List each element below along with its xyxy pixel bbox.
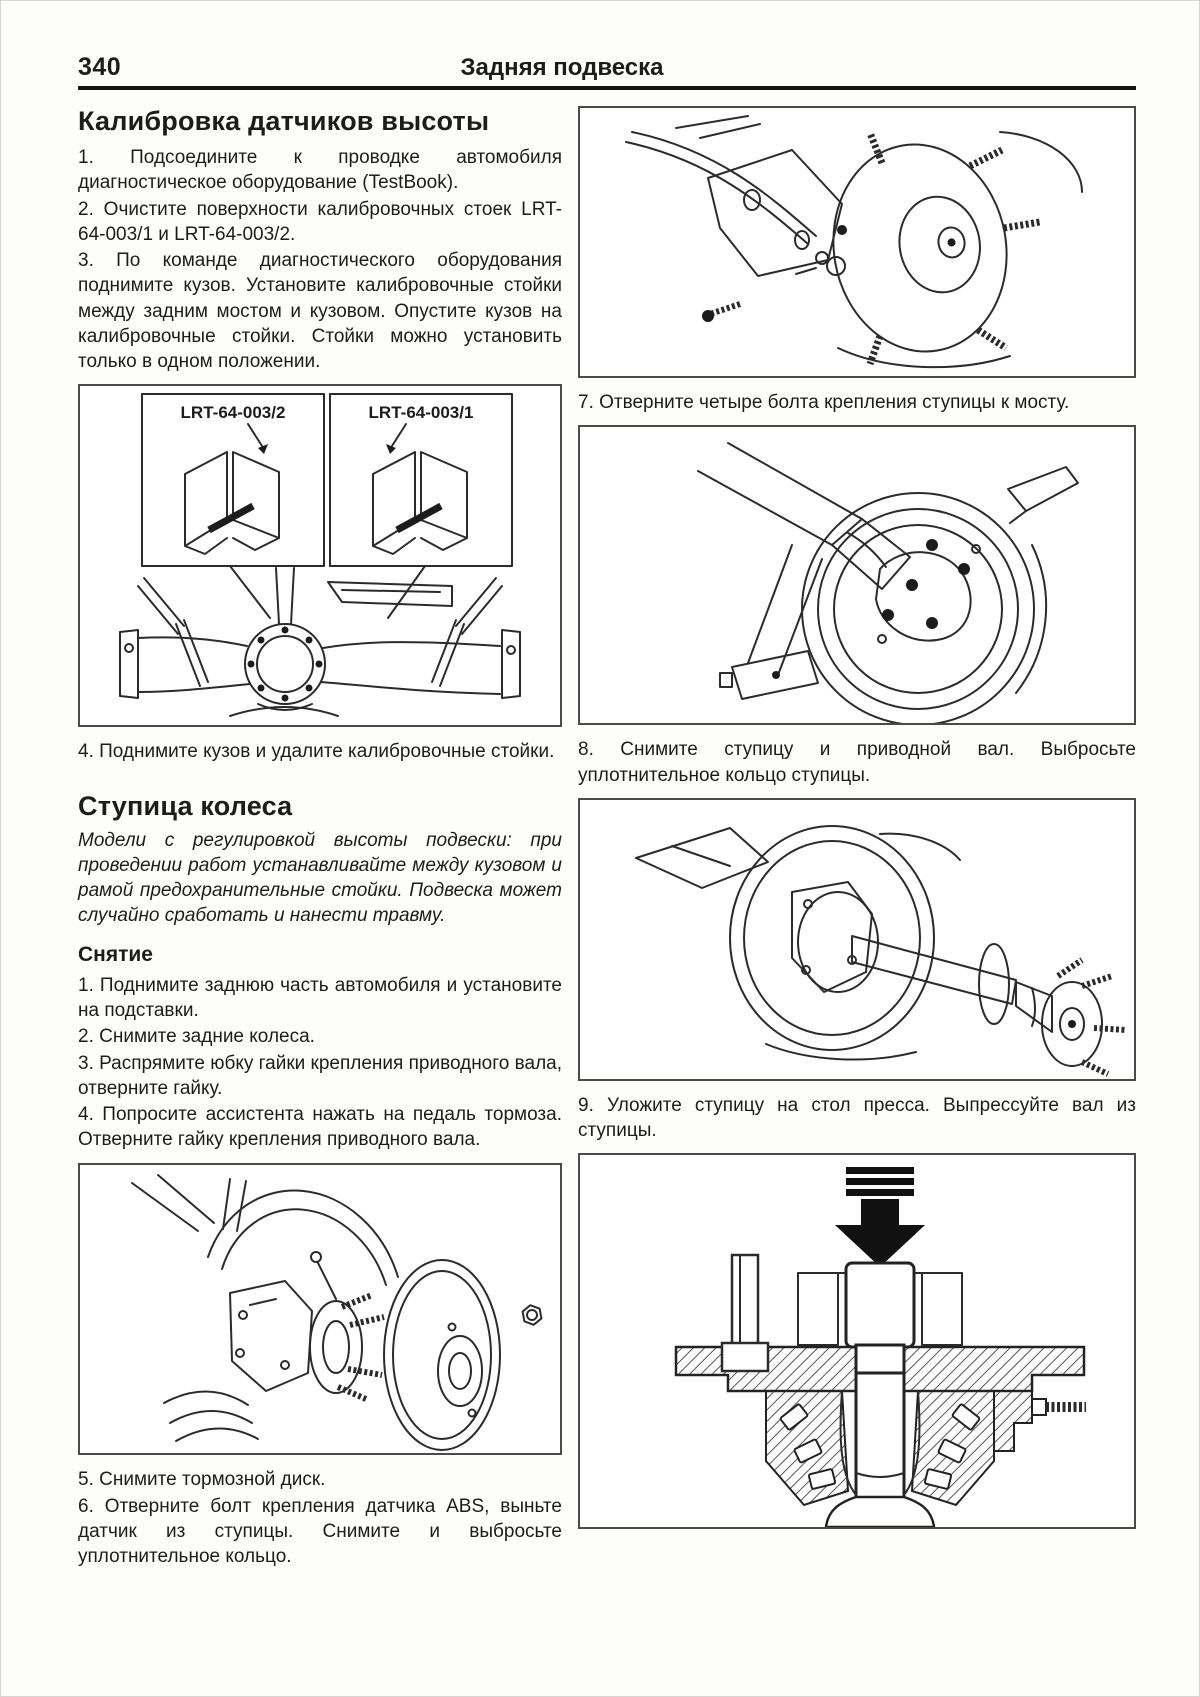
figure-caption: 4. Поднимите кузов и удалите калибровочн… [78, 741, 555, 763]
warning-text: Модели с регулировкой высоты подвески: п… [78, 829, 562, 927]
section-title-hub: Ступица колеса [78, 790, 293, 821]
figure-caption: 8. Снимите ступицу и приводной вал. Выбр… [578, 739, 1136, 786]
figure-brake-disc-removal [78, 1162, 562, 1455]
step-text: 1. Подсоедините к проводке автомобиля ди… [78, 147, 562, 194]
differential-housing [244, 623, 326, 706]
hub-flange-drawing [625, 115, 1084, 369]
hub-flange [832, 143, 1008, 353]
figure-backing-plate [578, 425, 1136, 726]
right-column: 7. Отверните четыре болта крепления ступ… [578, 104, 1136, 1571]
brake-disc [383, 1258, 501, 1451]
step-text: 2. Снимите задние колеса. [78, 1026, 315, 1048]
figure-press-section [578, 1153, 1136, 1530]
step-text: 2. Очистите поверхности калибровочных ст… [78, 198, 562, 245]
page-header: 340 Задняя подвеска [78, 52, 1136, 82]
wheel-studs [336, 1291, 385, 1402]
figure-caption: 9. Уложите ступицу на стол пресса. Выпре… [578, 1094, 1136, 1142]
header-rule [78, 86, 1136, 90]
header-title: Задняя подвеска [460, 54, 664, 81]
figure-caption: 5. Снимите тормозной диск. [78, 1468, 326, 1490]
knuckle [229, 1279, 313, 1392]
hub-flange [1041, 980, 1103, 1067]
label-arrow-icon [386, 444, 396, 455]
section-title-calibration: Калибровка датчиков высоты [78, 106, 490, 136]
step-text: 1. Поднимите заднюю часть автомобиля и у… [78, 974, 562, 1021]
figure-caption: 7. Отверните четыре болта крепления ступ… [578, 392, 1070, 413]
step-text: 3. Распрямите юбку гайки крепления приво… [78, 1052, 562, 1099]
subsection-removal: Снятие [78, 942, 153, 966]
tool-label-left: LRT-64-003/2 [181, 403, 286, 422]
press-arrow-icon [835, 1167, 925, 1268]
tool-label-right: LRT-64-003/1 [369, 403, 474, 422]
rear-axle-drawing [119, 567, 521, 718]
hub-flange [309, 1299, 363, 1394]
figure-caption: 6. Отверните болт крепления датчика ABS,… [78, 1495, 562, 1568]
label-arrow-icon [258, 444, 268, 455]
mounting-bolts [882, 539, 970, 630]
figure-calibration-stands-axle: LRT-64-003/2 LRT-64-003/1 [78, 384, 562, 728]
wheel-studs [866, 131, 1041, 366]
knuckle [791, 880, 873, 993]
page-number: 340 [78, 53, 122, 81]
wheel-studs [1056, 957, 1127, 1077]
pressed-shaft [854, 1371, 906, 1505]
drive-shaft-nut [521, 1303, 543, 1326]
step-text: 3. По команде диагностического оборудова… [78, 250, 562, 373]
brake-disc-drawing [131, 1173, 543, 1451]
backing-plate-drawing [697, 442, 1079, 724]
figure-hub-on-axle [578, 106, 1136, 378]
o-ring [978, 942, 1010, 1025]
press-drawing [674, 1167, 1086, 1528]
figure-hub-drive-shaft [578, 797, 1136, 1081]
drive-shaft [851, 934, 1017, 1005]
left-column: Калибровка датчиков высоты 1. Подсоедини… [78, 104, 562, 1571]
step-text: 4. Попросите ассистента нажать на педаль… [78, 1104, 562, 1151]
hub-shaft-drawing [635, 824, 1127, 1077]
